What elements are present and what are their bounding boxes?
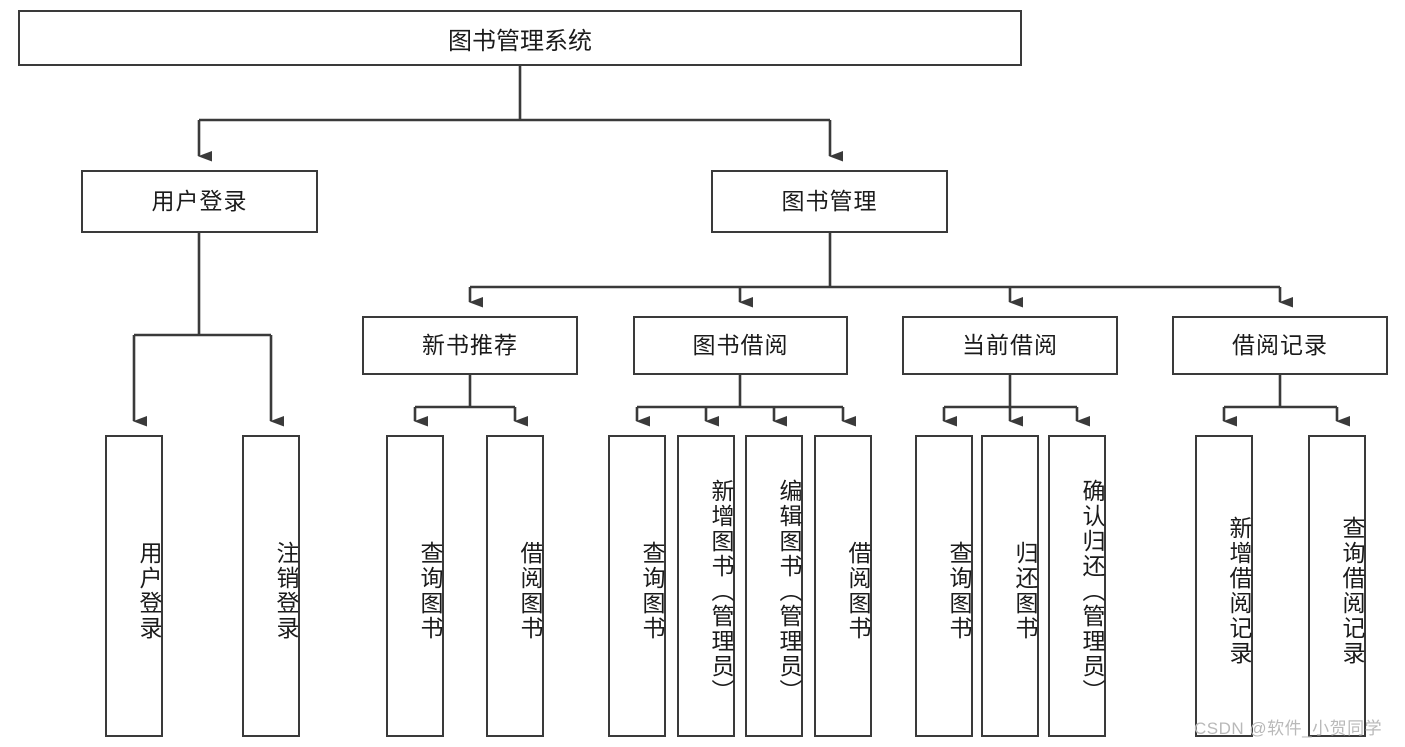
- node-label: 图书管理系统: [448, 27, 592, 55]
- node-label: 新书推荐: [422, 331, 518, 358]
- node-label: 借阅图书: [845, 541, 871, 641]
- csdn-watermark: CSDN @软件_小贺同学: [1194, 719, 1383, 738]
- leaf-borrow-book[interactable]: 借阅图书: [814, 435, 872, 737]
- leaf-return-book[interactable]: 归还图书: [981, 435, 1039, 737]
- node-user-login[interactable]: 用户登录: [81, 170, 318, 233]
- node-book-borrow[interactable]: 图书借阅: [633, 316, 848, 375]
- node-label: 归还图书: [1012, 541, 1038, 641]
- leaf-confirm-return-admin[interactable]: 确认归还（管理员）: [1048, 435, 1106, 737]
- node-label: 图书借阅: [692, 331, 789, 358]
- node-label: 编辑图书（管理员）: [776, 478, 802, 704]
- leaf-add-book-admin[interactable]: 新增图书（管理员）: [677, 435, 735, 737]
- leaf-query-book-borrow[interactable]: 查询图书: [608, 435, 666, 737]
- node-label: 当前借阅: [962, 331, 1058, 358]
- node-label: 查询图书: [639, 541, 665, 641]
- node-book-management[interactable]: 图书管理: [711, 170, 948, 233]
- node-label: 用户登录: [151, 187, 248, 214]
- leaf-user-login[interactable]: 用户登录: [105, 435, 163, 737]
- node-label: 用户登录: [136, 541, 162, 641]
- node-label: 查询借阅记录: [1339, 516, 1365, 666]
- leaf-query-borrow-record[interactable]: 查询借阅记录: [1308, 435, 1366, 737]
- leaf-logout[interactable]: 注销登录: [242, 435, 300, 737]
- leaf-query-book-recommend[interactable]: 查询图书: [386, 435, 444, 737]
- node-current-borrow[interactable]: 当前借阅: [902, 316, 1118, 375]
- node-label: 新增图书（管理员）: [708, 478, 734, 704]
- leaf-query-book-current[interactable]: 查询图书: [915, 435, 973, 737]
- node-root-system[interactable]: 图书管理系统: [18, 10, 1022, 66]
- node-label: 图书管理: [781, 187, 878, 214]
- node-label: 借阅记录: [1232, 331, 1328, 358]
- node-label: 借阅图书: [517, 541, 543, 641]
- node-label: 注销登录: [273, 541, 299, 641]
- leaf-edit-book-admin[interactable]: 编辑图书（管理员）: [745, 435, 803, 737]
- node-label: 确认归还（管理员）: [1079, 478, 1105, 704]
- node-label: 查询图书: [417, 541, 443, 641]
- node-new-book-recommend[interactable]: 新书推荐: [362, 316, 578, 375]
- leaf-borrow-book-recommend[interactable]: 借阅图书: [486, 435, 544, 737]
- node-label: 新增借阅记录: [1226, 516, 1252, 666]
- node-borrow-record[interactable]: 借阅记录: [1172, 316, 1388, 375]
- node-label: 查询图书: [946, 541, 972, 641]
- leaf-add-borrow-record[interactable]: 新增借阅记录: [1195, 435, 1253, 737]
